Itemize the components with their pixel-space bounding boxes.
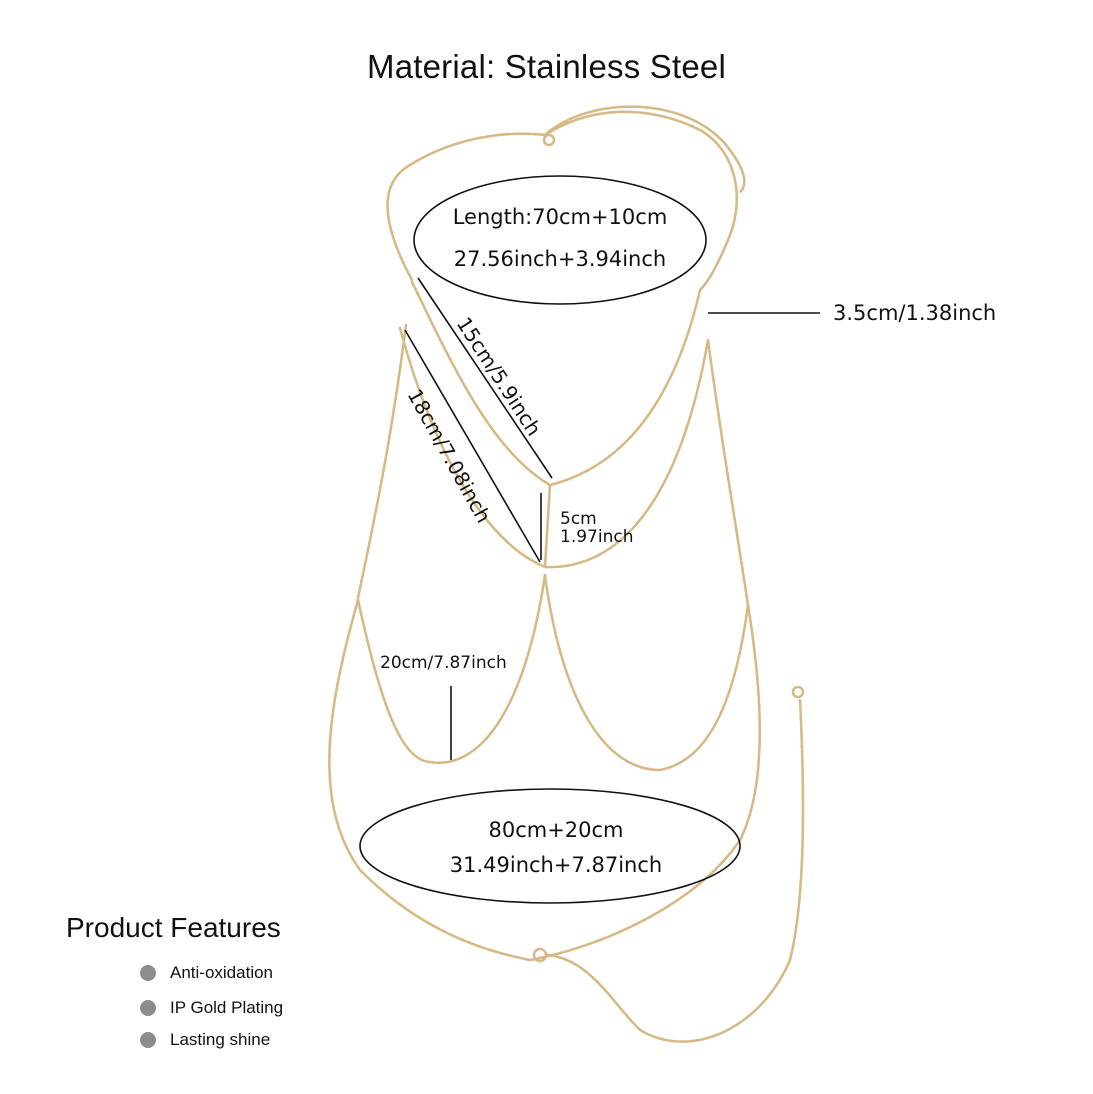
lower-diagonal-line — [404, 329, 541, 563]
features-title: Product Features — [66, 912, 281, 943]
waist-length-label-2: 31.49inch+7.87inch — [450, 853, 662, 877]
feature-item: Lasting shine — [140, 1028, 270, 1052]
bullet-icon — [140, 965, 156, 981]
waist-length-ellipse — [359, 788, 741, 904]
feature-label: Lasting shine — [170, 1030, 271, 1049]
feature-label: IP Gold Plating — [170, 998, 284, 1017]
waist-length-label-1: 80cm+20cm — [488, 818, 623, 842]
measurement-lines — [359, 175, 820, 904]
center-gap-label-1: 5cm — [560, 509, 597, 529]
neck-length-ellipse — [413, 175, 707, 305]
feature-item: IP Gold Plating — [140, 996, 283, 1020]
drop-depth-label: 20cm/7.87inch — [380, 653, 507, 673]
bullet-icon — [140, 1032, 156, 1048]
measurement-labels: Length:70cm+10cm 27.56inch+3.94inch 3.5c… — [380, 205, 996, 877]
neck-length-label-1: Length:70cm+10cm — [453, 205, 668, 229]
feature-label: Anti-oxidation — [170, 963, 274, 982]
feature-item: Anti-oxidation — [140, 961, 273, 985]
upper-diagonal-line — [417, 277, 553, 479]
upper-diagonal-label: 15cm/5.9inch — [452, 313, 546, 440]
page-title: Material: Stainless Steel — [367, 48, 726, 85]
neck-length-label-2: 27.56inch+3.94inch — [454, 247, 666, 271]
gold-chain — [328, 105, 805, 1043]
center-gap-label-2: 1.97inch — [560, 527, 633, 547]
strap-width-label: 3.5cm/1.38inch — [833, 301, 996, 325]
bullet-icon — [140, 1000, 156, 1016]
